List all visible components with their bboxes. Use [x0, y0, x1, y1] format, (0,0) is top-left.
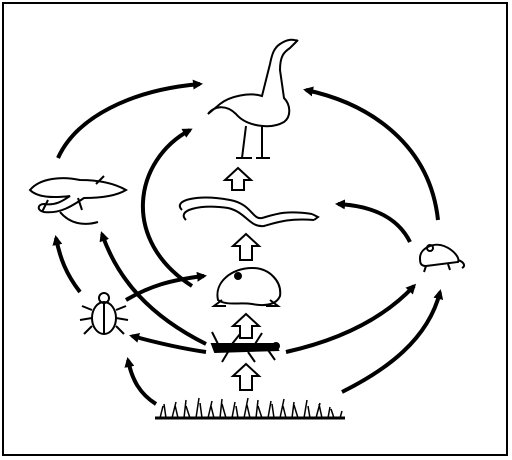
lizard-icon: [30, 176, 126, 224]
arrow-snake-to-bird: [225, 168, 251, 190]
arrow-grass-to-beetle: [128, 360, 156, 404]
frog-icon: [214, 268, 280, 306]
beetle-icon: [80, 293, 128, 334]
arrow-beetle-to-lizard: [56, 238, 80, 292]
rat-icon: [420, 245, 464, 272]
grass-icon: [155, 398, 345, 418]
arrow-lizard-to-bird: [58, 84, 200, 158]
arrow-grasshopper-to-rat: [286, 286, 414, 352]
arrow-grass-to-grasshopper: [233, 364, 259, 390]
arrow-rat-to-snake: [338, 204, 410, 242]
arrow-frog-to-snake: [233, 234, 259, 260]
arrow-rat-to-bird: [306, 90, 438, 220]
snake-icon: [180, 198, 318, 227]
bird-icon: [208, 40, 298, 158]
arrow-frog-to-bird: [143, 130, 192, 286]
chain-arrows: [225, 168, 259, 390]
arrow-grasshopper-to-frog: [233, 314, 259, 338]
